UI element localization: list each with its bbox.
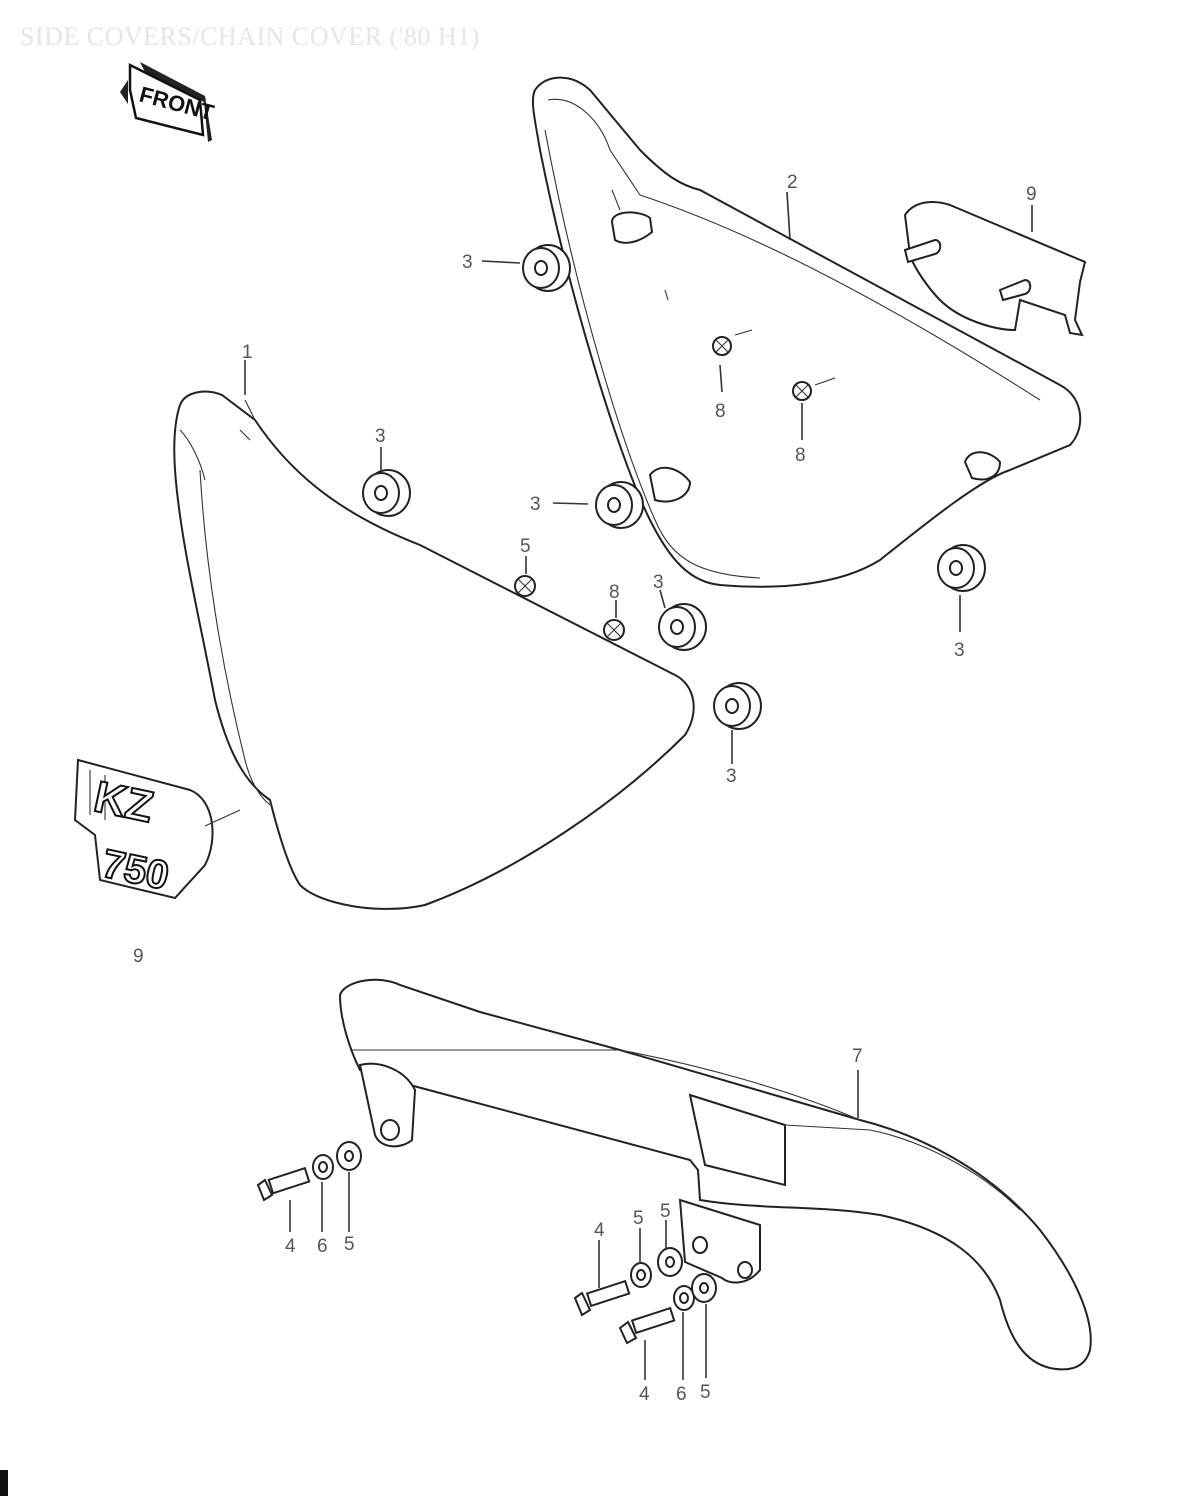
grommet-c (595, 481, 644, 529)
bolt-left (256, 1166, 311, 1202)
callout-lock-washer-right: 6 (676, 1384, 687, 1405)
callout-lock-washer-left: 6 (317, 1236, 328, 1257)
lock-washer-left (312, 1154, 334, 1180)
callout-bolt-right-top: 4 (594, 1220, 605, 1241)
callout-bolt-right-bottom: 4 (639, 1384, 650, 1405)
callout-grommet-e: 3 (954, 640, 965, 661)
leader-lines (244, 191, 1033, 1380)
callout-screw-mid: 8 (795, 445, 806, 466)
callout-right-bracket: 9 (1026, 184, 1037, 205)
bolt-right-bottom (618, 1306, 676, 1345)
callout-washer-right-top-b: 5 (660, 1201, 671, 1222)
grommet-b (362, 469, 411, 517)
front-badge: FRONT (120, 62, 217, 142)
right-bracket (903, 201, 1087, 337)
callout-screw-lower: 8 (609, 582, 620, 603)
washer-right-top-b (657, 1247, 683, 1277)
callout-washer-left: 5 (344, 1234, 355, 1255)
callout-chain-cover: 7 (852, 1046, 863, 1067)
screw-mid (792, 377, 836, 401)
screw-upper (712, 329, 753, 356)
callout-left-side-cover: 1 (242, 342, 253, 363)
diagram-title: SIDE COVERS/CHAIN COVER ('80 H1) (20, 22, 480, 51)
callout-bolt-left: 4 (285, 1236, 296, 1257)
callout-washer-right-top-a: 5 (633, 1208, 644, 1229)
washer-right-top-a (630, 1262, 652, 1288)
right-side-cover (531, 76, 1082, 588)
lock-washer-right (673, 1285, 695, 1311)
callout-screw-upper: 8 (715, 401, 726, 422)
left-cover-screw (514, 575, 536, 597)
callout-grommet-b: 3 (375, 426, 386, 447)
callout-grommet-f: 3 (726, 766, 737, 787)
grommet-d (658, 603, 707, 651)
callout-grommet-c: 3 (530, 494, 541, 515)
grommet-e (937, 544, 986, 592)
callout-left-screw: 5 (520, 536, 531, 557)
bolt-right-top (573, 1279, 631, 1317)
callout-washer-right-bottom: 5 (700, 1382, 711, 1403)
callout-emblem: 9 (133, 946, 144, 967)
left-side-cover (173, 390, 695, 910)
grommet-f (713, 682, 762, 730)
callout-grommet-d: 3 (653, 572, 664, 593)
grommet-a (522, 244, 571, 292)
screw-lower (603, 619, 625, 641)
page-edge-mark (0, 1470, 8, 1496)
washer-left (336, 1141, 362, 1171)
callout-grommet-a: 3 (462, 252, 473, 273)
side-cover-emblem: KZ 750 (73, 758, 241, 900)
chain-cover (338, 978, 1092, 1371)
callout-right-side-cover: 2 (787, 172, 798, 193)
washer-right-bottom (691, 1273, 717, 1303)
